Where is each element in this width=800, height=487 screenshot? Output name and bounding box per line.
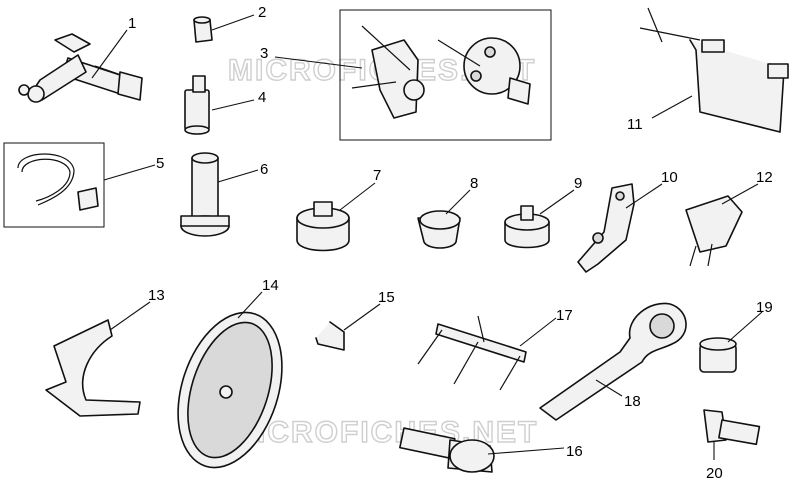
part-12-holder[interactable] — [685, 195, 743, 267]
part-3-puller[interactable] — [351, 25, 531, 119]
part-15-pointer[interactable] — [315, 321, 345, 351]
callout-20: 20 — [706, 465, 723, 482]
part-19-gear[interactable] — [699, 337, 737, 373]
callout-19: 19 — [756, 299, 773, 316]
callout-6: 6 — [260, 161, 268, 178]
callout-5: 5 — [156, 155, 164, 172]
part-8-bushing[interactable] — [417, 210, 461, 249]
callout-18: 18 — [624, 393, 641, 410]
part-9-adapter[interactable] — [504, 205, 550, 249]
part-13-support[interactable] — [45, 319, 141, 417]
callout-10: 10 — [661, 169, 678, 186]
part-17-puller-bar[interactable] — [417, 315, 527, 391]
callout-9: 9 — [574, 175, 582, 192]
leader-lines — [91, 14, 763, 460]
watermark-bottom: MICROFICHES.NET — [230, 416, 538, 449]
part-20-adapter[interactable] — [703, 409, 761, 446]
callout-13: 13 — [148, 287, 165, 304]
callout-numbers: 1 2 3 4 5 6 7 8 9 10 11 12 13 14 15 16 1… — [128, 4, 773, 482]
part-6-punch[interactable] — [180, 152, 230, 237]
callout-15: 15 — [378, 289, 395, 306]
callout-16: 16 — [566, 443, 583, 460]
part-1-crank-tool[interactable] — [18, 33, 143, 103]
part-5-box — [3, 142, 105, 228]
part-18-spanner[interactable] — [539, 302, 687, 421]
part-5-clamp[interactable] — [17, 153, 99, 211]
callout-17: 17 — [556, 307, 573, 324]
callout-8: 8 — [470, 175, 478, 192]
part-4-pin[interactable] — [184, 75, 210, 135]
part-3-box — [339, 9, 552, 141]
callout-12: 12 — [756, 169, 773, 186]
callout-7: 7 — [373, 167, 381, 184]
part-7-adapter[interactable] — [296, 201, 350, 252]
callout-14: 14 — [262, 277, 279, 294]
callout-2: 2 — [258, 4, 266, 21]
part-2-cap[interactable] — [193, 16, 213, 43]
callout-4: 4 — [258, 89, 266, 106]
part-16-drift[interactable] — [399, 427, 495, 473]
callout-1: 1 — [128, 15, 136, 32]
part-10-lock-tool[interactable] — [577, 183, 635, 273]
callout-11: 11 — [627, 116, 643, 133]
part-11-t-clamp[interactable] — [639, 7, 789, 133]
part-14-degree-wheel[interactable] — [160, 299, 301, 481]
callout-3: 3 — [260, 45, 268, 62]
